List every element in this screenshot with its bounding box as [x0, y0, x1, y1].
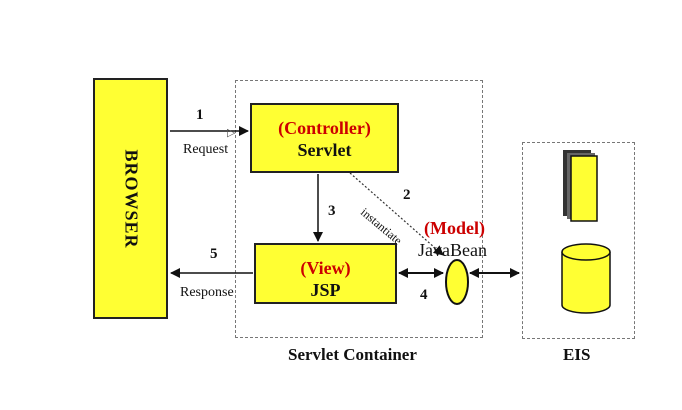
- response-number: 5: [210, 246, 218, 262]
- instantiate-number: 2: [403, 187, 411, 203]
- controller-role: Controller: [284, 118, 365, 138]
- view-box: (View) JSP: [254, 243, 397, 304]
- controller-name: Servlet: [297, 140, 352, 160]
- servlet-container-label: Servlet Container: [288, 345, 417, 364]
- eis-document: [570, 155, 598, 222]
- request-number: 1: [196, 107, 204, 123]
- controller-box: (Controller) Servlet: [250, 103, 399, 173]
- model-role-label: (Model): [424, 218, 485, 238]
- access-number: 4: [420, 287, 428, 303]
- cursor-icon: ▷: [227, 127, 236, 139]
- eis-database: [561, 252, 611, 314]
- eis-label: EIS: [563, 345, 591, 364]
- forward-number: 3: [328, 203, 336, 219]
- servlet-container-boundary: [235, 80, 483, 338]
- response-label: Response: [180, 285, 234, 300]
- instantiate-arrow: [349, 172, 444, 256]
- eis-container-boundary: [522, 142, 635, 339]
- view-name: JSP: [310, 280, 341, 300]
- javabean-shape: [445, 259, 469, 305]
- view-role: View: [306, 258, 345, 278]
- request-label: Request: [183, 142, 229, 157]
- browser-block: BROWSER: [93, 78, 168, 319]
